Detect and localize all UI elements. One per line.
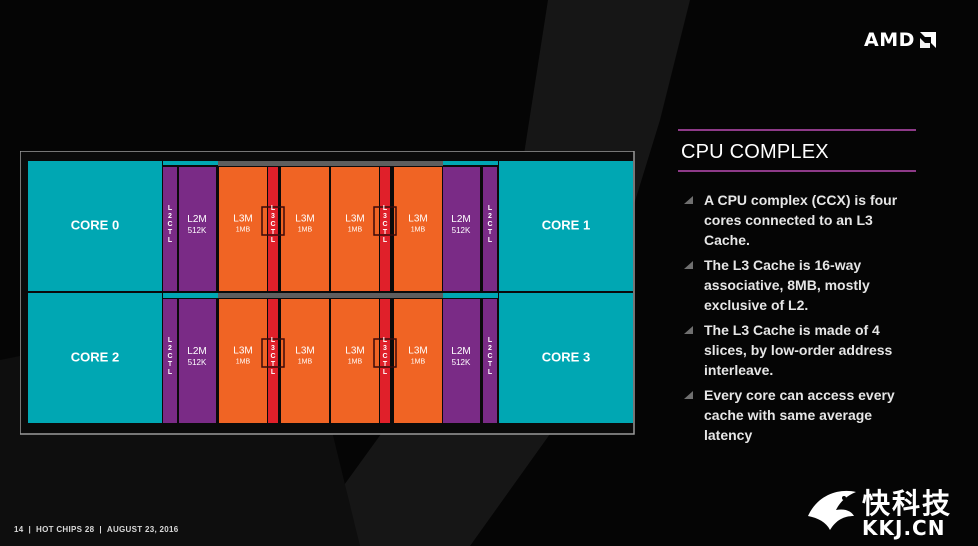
bullet-text: The L3 Cache is made of 4 slices, by low… (704, 322, 893, 378)
core-label: CORE 3 (541, 349, 591, 365)
l2m-block (443, 167, 480, 291)
core-block (499, 293, 633, 423)
bird-logo-icon (808, 490, 856, 530)
section-title: CPU COMPLEX (681, 141, 829, 163)
title-rule-top (678, 129, 916, 131)
l3-ctl-block (268, 299, 278, 423)
l2m-block (179, 299, 216, 423)
triangle-bullet-icon (684, 391, 693, 399)
core-block (499, 161, 633, 291)
core-block (28, 161, 162, 291)
triangle-bullet-icon (684, 326, 693, 334)
interconnect-bar (218, 293, 443, 298)
l3m-block (219, 167, 267, 291)
core-block (28, 293, 162, 423)
core-label: CORE 1 (541, 217, 591, 233)
bullet-item: The L3 Cache is made of 4 slices, by low… (684, 320, 914, 380)
l2-ctl-block (163, 167, 177, 291)
ccx-diagram-shapes (20, 151, 635, 435)
l3-ctl-bracket (261, 338, 285, 368)
l3m-block (331, 167, 379, 291)
event-date: AUGUST 23, 2016 (106, 525, 179, 534)
l2-ctl-block (483, 167, 497, 291)
l3m-block (281, 299, 329, 423)
triangle-bullet-icon (684, 196, 693, 204)
page-number: 14 (14, 525, 24, 534)
bullet-text: A CPU complex (CCX) is four cores connec… (704, 192, 898, 248)
slide-footer: 14|HOT CHIPS 28|AUGUST 23, 2016 (14, 525, 179, 534)
l3-ctl-label: L3CTL (270, 337, 276, 376)
bullet-item: The L3 Cache is 16-way associative, 8MB,… (684, 255, 914, 315)
bullet-item: A CPU complex (CCX) is four cores connec… (684, 190, 914, 250)
bullet-list: A CPU complex (CCX) is four cores connec… (684, 190, 914, 450)
bullet-item: Every core can access every cache with s… (684, 385, 914, 445)
l3-ctl-bracket (261, 206, 285, 236)
l3-ctl-bracket (373, 338, 397, 368)
l3-ctl-block (268, 167, 278, 291)
event-name: HOT CHIPS 28 (36, 525, 95, 534)
l2m-block (179, 167, 216, 291)
bullet-text: The L3 Cache is 16-way associative, 8MB,… (704, 257, 870, 313)
amd-arrow-icon (919, 32, 936, 48)
l3-ctl-block (380, 167, 390, 291)
watermark: 快科技 KKJ.CN (806, 482, 971, 540)
amd-logo-text: AMD (864, 29, 915, 51)
l2-ctl-label: L2CTL (167, 205, 173, 244)
interconnect-bar (218, 161, 443, 166)
l2-ctl-label: L2CTL (167, 337, 173, 376)
l2-ctl-block (163, 299, 177, 423)
l2m-block (443, 299, 480, 423)
title-rule-bottom (678, 170, 916, 172)
l3m-block (394, 167, 442, 291)
bullet-text: Every core can access every cache with s… (704, 387, 895, 443)
l3-ctl-label: L3CTL (382, 337, 388, 376)
triangle-bullet-icon (684, 261, 693, 269)
l3-ctl-label: L3CTL (382, 205, 388, 244)
l3-ctl-label: L3CTL (270, 205, 276, 244)
l3-ctl-bracket (373, 206, 397, 236)
l3m-block (394, 299, 442, 423)
l3m-block (331, 299, 379, 423)
l3-ctl-block (380, 299, 390, 423)
core-label: CORE 0 (70, 217, 120, 233)
l2-ctl-label: L2CTL (487, 337, 493, 376)
l3m-block (219, 299, 267, 423)
l2-ctl-label: L2CTL (487, 205, 493, 244)
core-label: CORE 2 (70, 349, 120, 365)
watermark-en: KKJ.CN (862, 516, 946, 540)
l3m-block (281, 167, 329, 291)
amd-logo: AMD (864, 29, 938, 51)
l2-ctl-block (483, 299, 497, 423)
watermark-cn: 快科技 (862, 487, 953, 520)
